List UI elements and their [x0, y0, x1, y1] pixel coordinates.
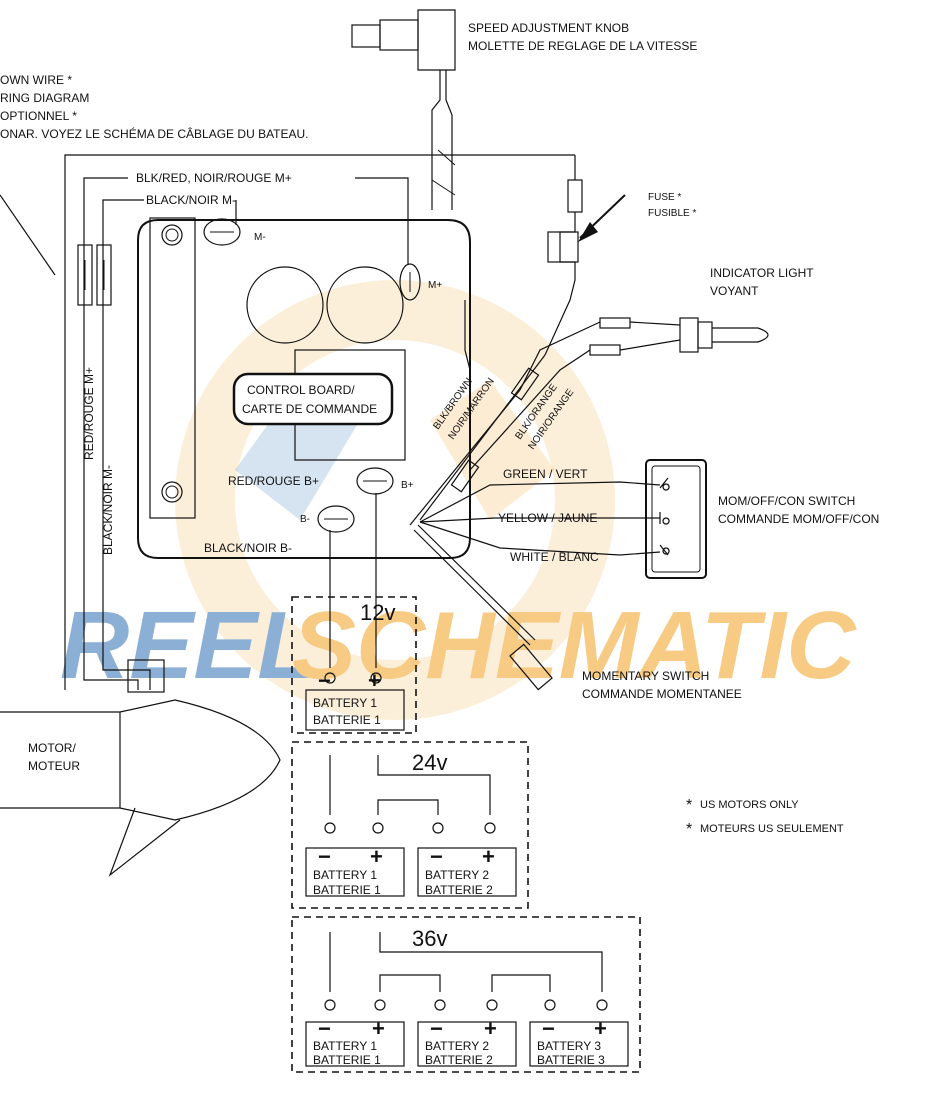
battery-12v-1-label-fr: BATTERIE 1	[313, 713, 381, 727]
config-12v	[291, 493, 417, 734]
sonar-note-line-1: OWN WIRE *	[0, 73, 72, 87]
config-24v	[291, 741, 529, 909]
battery-36v-1-minus: −	[318, 1016, 331, 1041]
us-only-asterisk-1: *	[686, 797, 692, 814]
voltage-24v: 24v	[412, 750, 447, 775]
battery-36v-3-label-fr: BATTERIE 3	[537, 1053, 605, 1067]
terminal-m-minus-label: M-	[254, 232, 266, 243]
battery-36v-1-label-en: BATTERY 1	[313, 1039, 377, 1053]
switch-label-fr: COMMANDE MOM/OFF/CON	[718, 512, 879, 526]
battery-24v-2-label-en: BATTERY 2	[425, 868, 489, 882]
black-mminus-label: BLACK/NOIR M-	[146, 193, 236, 207]
us-only-asterisk-2: *	[686, 821, 692, 838]
battery-36v-1-label-fr: BATTERIE 1	[313, 1053, 381, 1067]
terminal-b-minus-label: B-	[300, 514, 310, 525]
battery-36v-2-label-fr: BATTERIE 2	[425, 1053, 493, 1067]
battery-12v-1-minus: −	[318, 668, 331, 693]
black-noir-bminus-label: BLACK/NOIR B-	[204, 541, 292, 555]
terminal-b-plus-label: B+	[401, 480, 414, 491]
switch-label-en: MOM/OFF/CON SWITCH	[718, 494, 855, 508]
voltage-12v: 12v	[360, 600, 395, 625]
voltage-36v: 36v	[412, 926, 447, 951]
mom-off-con-switch-icon	[419, 459, 707, 579]
fuse-icon	[544, 179, 626, 356]
battery-24v-1-label-en: BATTERY 1	[313, 868, 377, 882]
battery-36v-2-minus: −	[430, 1016, 443, 1041]
battery-36v-1-plus: +	[372, 1016, 385, 1041]
battery-24v-2-minus: −	[430, 844, 443, 869]
red-rouge-mplus-vertical-label: RED/ROUGE M+	[82, 367, 96, 460]
sonar-note-line-2: RING DIAGRAM	[0, 91, 89, 105]
battery-36v-3-minus: −	[542, 1016, 555, 1041]
sonar-leader-line	[0, 194, 56, 276]
battery-24v-1-minus: −	[318, 844, 331, 869]
speed-knob-label-en: SPEED ADJUSTMENT KNOB	[468, 21, 629, 35]
speed-knob-icon	[351, 9, 456, 210]
battery-24v-2-plus: +	[482, 844, 495, 869]
white-wire-label: WHITE / BLANC	[510, 550, 599, 564]
motor-wires	[64, 154, 576, 690]
sonar-note-line-4: ONAR. VOYEZ LE SCHÉMA DE CÂBLAGE DU BATE…	[0, 126, 309, 141]
fuse-label-en: FUSE *	[648, 192, 681, 203]
blk-red-mplus-label: BLK/RED, NOIR/ROUGE M+	[136, 171, 292, 185]
momentary-switch-icon	[413, 524, 553, 691]
motor-icon	[0, 659, 281, 877]
us-only-label-fr: MOTEURS US SEULEMENT	[700, 823, 844, 835]
battery-24v-2-label-fr: BATTERIE 2	[425, 883, 493, 897]
battery-24v-1-label-fr: BATTERIE 1	[313, 883, 381, 897]
control-board-label-en: CONTROL BOARD/	[247, 383, 355, 397]
control-board-label-fr: CARTE DE COMMANDE	[242, 402, 377, 416]
motor-label-fr: MOTEUR	[28, 759, 80, 773]
config-36v	[291, 916, 641, 1073]
watermark-word-right: SCHEMATIC	[292, 592, 857, 699]
yellow-wire-label: YELLOW / JAUNE	[498, 511, 597, 525]
momentary-switch-label-en: MOMENTARY SWITCH	[582, 669, 709, 683]
battery-36v-3-label-en: BATTERY 3	[537, 1039, 601, 1053]
harness-wires	[409, 354, 546, 526]
battery-24v-1-plus: +	[370, 844, 383, 869]
green-wire-label: GREEN / VERT	[503, 467, 588, 481]
battery-12v-1-label-en: BATTERY 1	[313, 696, 377, 710]
motor-label-en: MOTOR/	[28, 741, 76, 755]
us-only-label-en: US MOTORS ONLY	[700, 799, 799, 811]
sonar-note-line-3: OPTIONNEL *	[0, 109, 77, 123]
momentary-switch-label-fr: COMMANDE MOMENTANEE	[582, 687, 742, 701]
indicator-light-icon	[469, 317, 769, 471]
indicator-light-label-en: INDICATOR LIGHT	[710, 266, 814, 280]
indicator-light-label-fr: VOYANT	[710, 284, 759, 298]
battery-36v-2-plus: +	[484, 1016, 497, 1041]
battery-36v-3-plus: +	[594, 1016, 607, 1041]
speed-knob-label-fr: MOLETTE DE REGLAGE DE LA VITESSE	[468, 39, 697, 53]
red-rouge-bplus-label: RED/ROUGE B+	[228, 474, 319, 488]
fuse-label-fr: FUSIBLE *	[648, 208, 696, 219]
battery-36v-2-label-en: BATTERY 2	[425, 1039, 489, 1053]
terminal-m-plus-label: M+	[428, 280, 442, 291]
battery-12v-1-plus: +	[368, 668, 381, 693]
black-noir-mminus-vertical-label: BLACK/NOIR M-	[101, 465, 115, 555]
watermark-word-left: REEL	[60, 592, 316, 699]
